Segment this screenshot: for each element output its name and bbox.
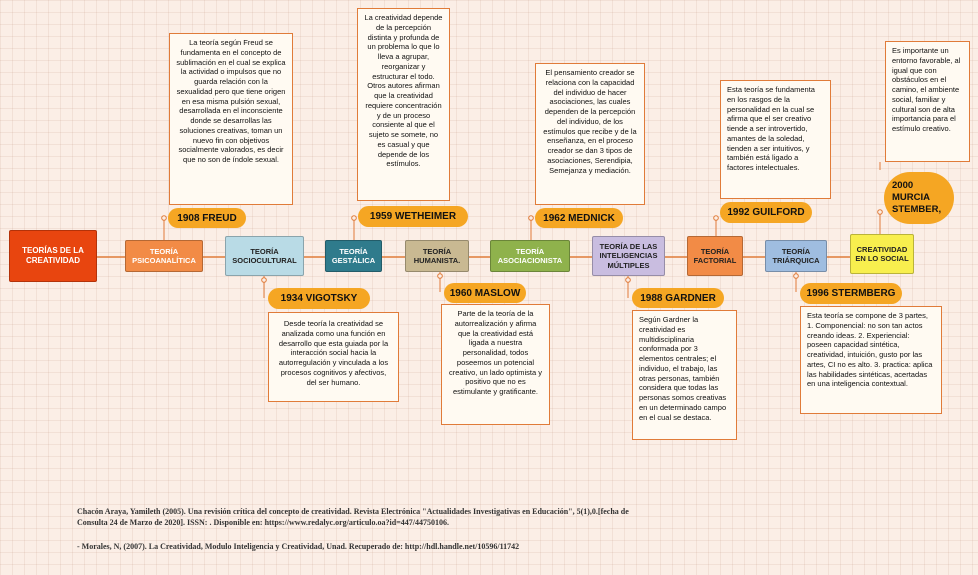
description-mednick: El pensamiento creador se relaciona con … xyxy=(535,63,645,205)
reference-chacon: Chacón Araya, Yamileth (2005). Una revis… xyxy=(77,507,629,527)
theory-node-asociacionista[interactable]: TEORÍA ASOCIACIONISTA xyxy=(490,240,570,272)
description-guilford: Esta teoría se fundamenta en los rasgos … xyxy=(720,80,831,199)
date-pill-vigotsky: 1934 VIGOTSKY xyxy=(268,288,370,309)
description-stermberg: Esta teoría se compone de 3 partes, 1. C… xyxy=(800,306,942,414)
description-creatividad-social: Es importante un entorno favorable, al i… xyxy=(885,41,970,162)
description-maslow: Parte de la teoría de la autorrealizació… xyxy=(441,304,550,425)
date-pill-wetheimer: 1959 WETHEIMER xyxy=(358,206,468,227)
theory-node-triarquica[interactable]: TEORÍA TRIÁRQUICA xyxy=(765,240,827,272)
main-topic-node[interactable]: TEORÍAS DE LA CREATIVIDAD xyxy=(9,230,97,282)
date-pill-stermberg: 1996 STERMBERG xyxy=(800,283,902,304)
theory-node-factorial[interactable]: TEORÍA FACTORIAL xyxy=(687,236,743,276)
date-pill-mednick: 1962 MEDNICK xyxy=(535,208,623,228)
theory-node-humanista[interactable]: TEORÍA HUMANISTA. xyxy=(405,240,469,272)
date-pill-guilford: 1992 GUILFORD xyxy=(720,202,812,223)
date-pill-maslow: 1960 MASLOW xyxy=(444,283,526,303)
theory-node-psicoanalitica[interactable]: TEORÍA PSICOANALÍTICA xyxy=(125,240,203,272)
date-pill-gardner: 1988 GARDNER xyxy=(632,288,724,308)
reference-morales: - Morales, N, (2007). La Creatividad, Mo… xyxy=(77,542,520,551)
main-topic-label: TEORÍAS DE LA CREATIVIDAD xyxy=(22,246,84,265)
description-vigotsky: Desde teoría la creatividad se analizada… xyxy=(268,312,399,402)
description-wetheimer: La creatividad depende de la percepción … xyxy=(357,8,450,201)
theory-node-inteligencias-multiples[interactable]: TEORÍA DE LAS INTELIGENCIAS MÚLTIPLES xyxy=(592,236,665,276)
description-freud: La teoría según Freud se fundamenta en e… xyxy=(169,33,293,205)
theory-node-creatividad-social[interactable]: CREATIVIDAD EN LO SOCIAL xyxy=(850,234,914,274)
theory-node-sociocultural[interactable]: TEORÍA SOCIOCULTURAL xyxy=(225,236,304,276)
description-gardner: Según Gardner la creatividad es multidis… xyxy=(632,310,737,440)
date-pill-murcia-stember: 2000 MURCIA STEMBER, xyxy=(884,172,954,224)
date-pill-freud: 1908 FREUD xyxy=(168,208,246,228)
theory-node-gestalica[interactable]: TEORÍA GESTÁLICA xyxy=(325,240,382,272)
